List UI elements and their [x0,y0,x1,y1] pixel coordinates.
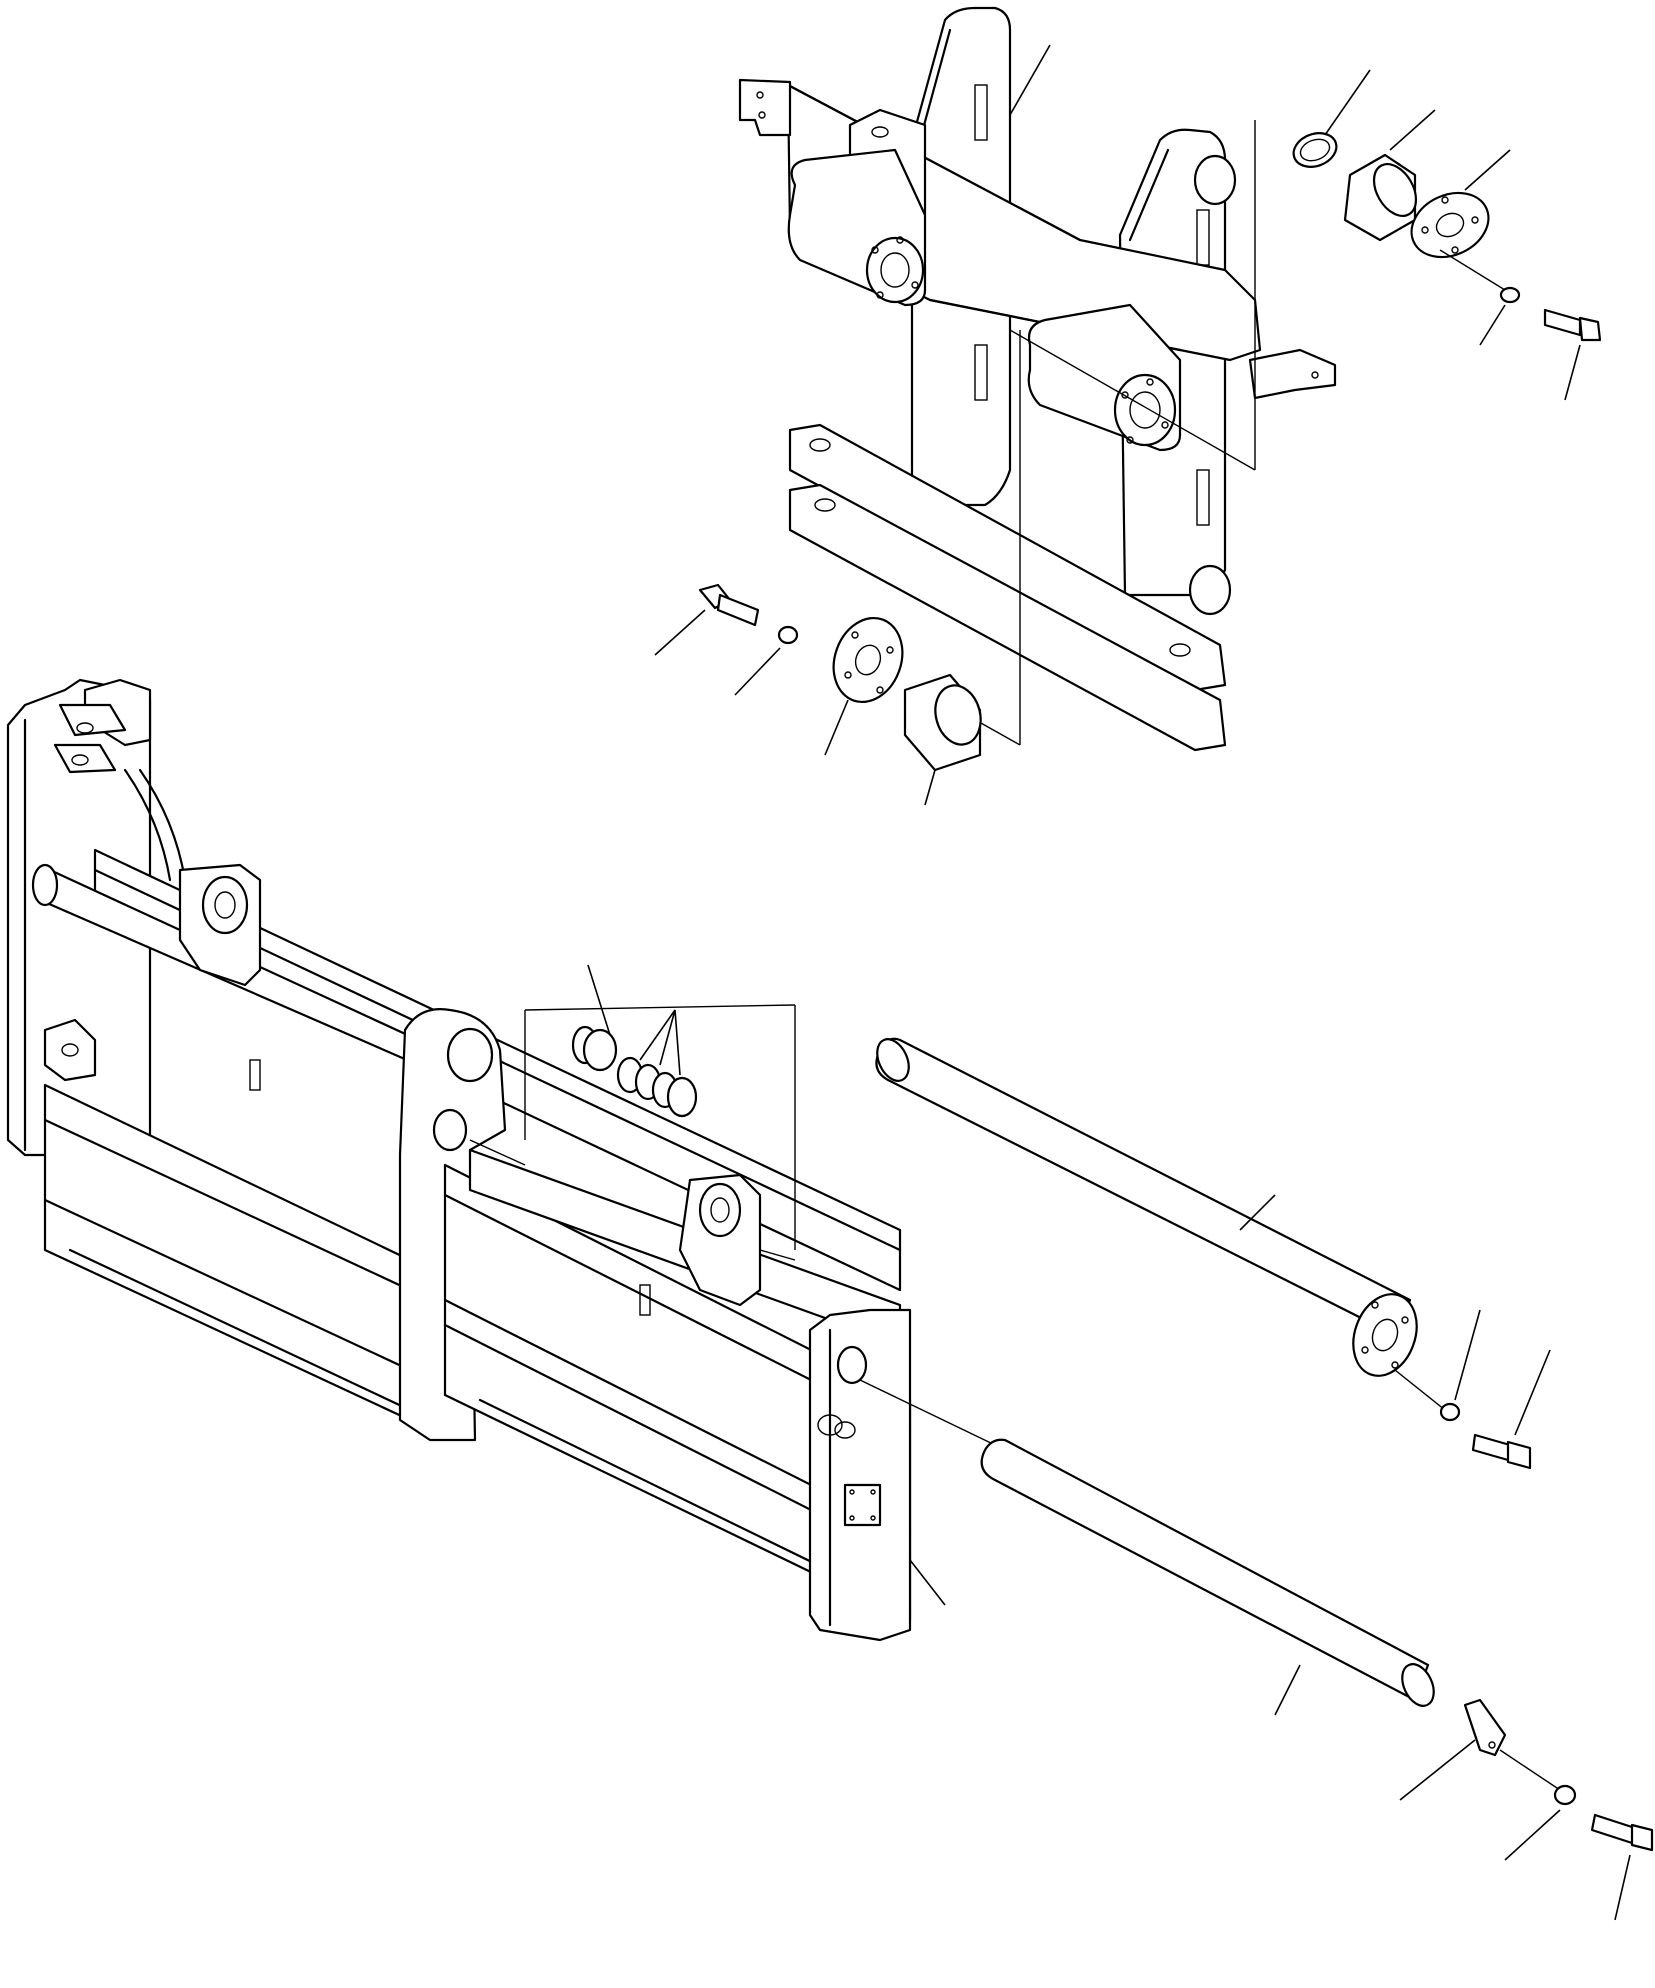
retainer-plate-upper-right [1410,149,1511,291]
fork-frame [6,678,946,1642]
lock-washer [1504,1784,1577,1861]
snap-ring [1292,69,1371,168]
bolt-upper-left [654,583,760,656]
lock-bolt [1590,1813,1654,1921]
bolt-upper-right [1543,308,1602,401]
bushing-upper-right [1343,109,1436,242]
lower-shaft [859,1379,1435,1716]
washer-upper-left [734,625,799,696]
shaft-washer [1352,1293,1481,1422]
upper-shaft [875,1037,1412,1337]
lock-plate [1399,1698,1561,1801]
bushing-upper-left [903,673,982,806]
washer-upper-right [1479,286,1521,346]
shaft-bolt [1471,1349,1551,1470]
grease-fittings-and-caps [524,964,796,1118]
upper-carriage-frame [738,6,1337,752]
retainer-plate-upper-left [824,616,904,756]
